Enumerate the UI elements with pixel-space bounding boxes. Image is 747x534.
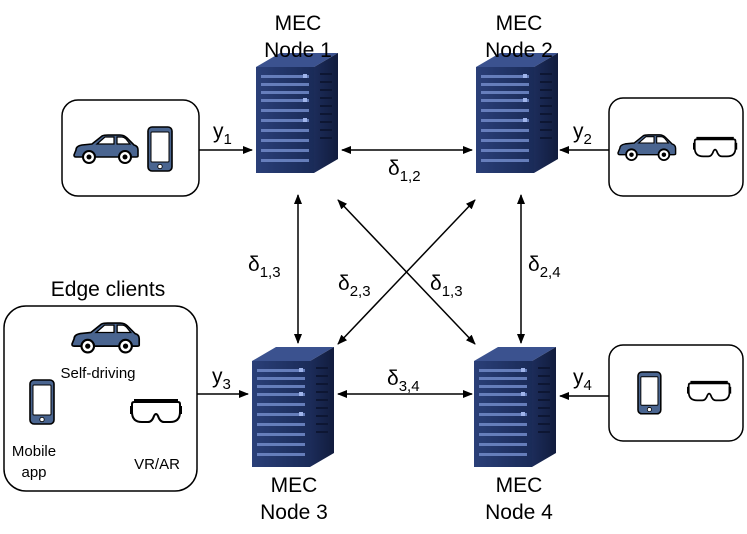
node-4-label-line2: Node 4 — [485, 501, 553, 524]
link-label-d23: δ2,3 — [338, 272, 371, 300]
input-label-y2: y2 — [573, 120, 592, 148]
link-label-d13-diagonal: δ1,3 — [430, 272, 463, 300]
input-label-y3: y3 — [212, 365, 231, 393]
server-node-2-icon — [476, 53, 558, 173]
server-node-4-icon — [474, 347, 556, 467]
phone-icon — [637, 371, 662, 415]
node-1-label-line2: Node 1 — [264, 39, 332, 62]
node-3-label-line1: MEC — [271, 474, 318, 497]
link-label-d12: δ1,2 — [388, 157, 421, 185]
link-label-d34: δ3,4 — [387, 367, 420, 395]
node-3-label-line2: Node 3 — [260, 501, 328, 524]
edge-clients-title: Edge clients — [51, 278, 165, 301]
vr-ar-label: VR/AR — [134, 456, 180, 473]
input-label-y1: y1 — [213, 120, 232, 148]
node-2-label-line2: Node 2 — [485, 39, 553, 62]
link-node1-node4-arrow — [337, 199, 476, 345]
link-label-d13-vertical: δ1,3 — [248, 253, 281, 281]
server-node-1-icon — [256, 53, 338, 173]
client-box-node-3 — [3, 305, 198, 492]
node-4-label-line1: MEC — [496, 474, 543, 497]
server-node-3-icon — [252, 347, 334, 467]
mobile-app-label-line1: Mobile — [12, 443, 56, 460]
mobile-app-label-line2: app — [21, 464, 46, 481]
self-driving-label: Self-driving — [60, 365, 135, 382]
node-2-label-line1: MEC — [496, 12, 543, 35]
link-label-d24: δ2,4 — [528, 253, 561, 281]
input-label-y4: y4 — [573, 366, 592, 394]
node-1-label-line1: MEC — [275, 12, 322, 35]
phone-icon — [29, 379, 55, 425]
client-box-node-4 — [608, 344, 744, 442]
phone-icon — [147, 126, 173, 172]
